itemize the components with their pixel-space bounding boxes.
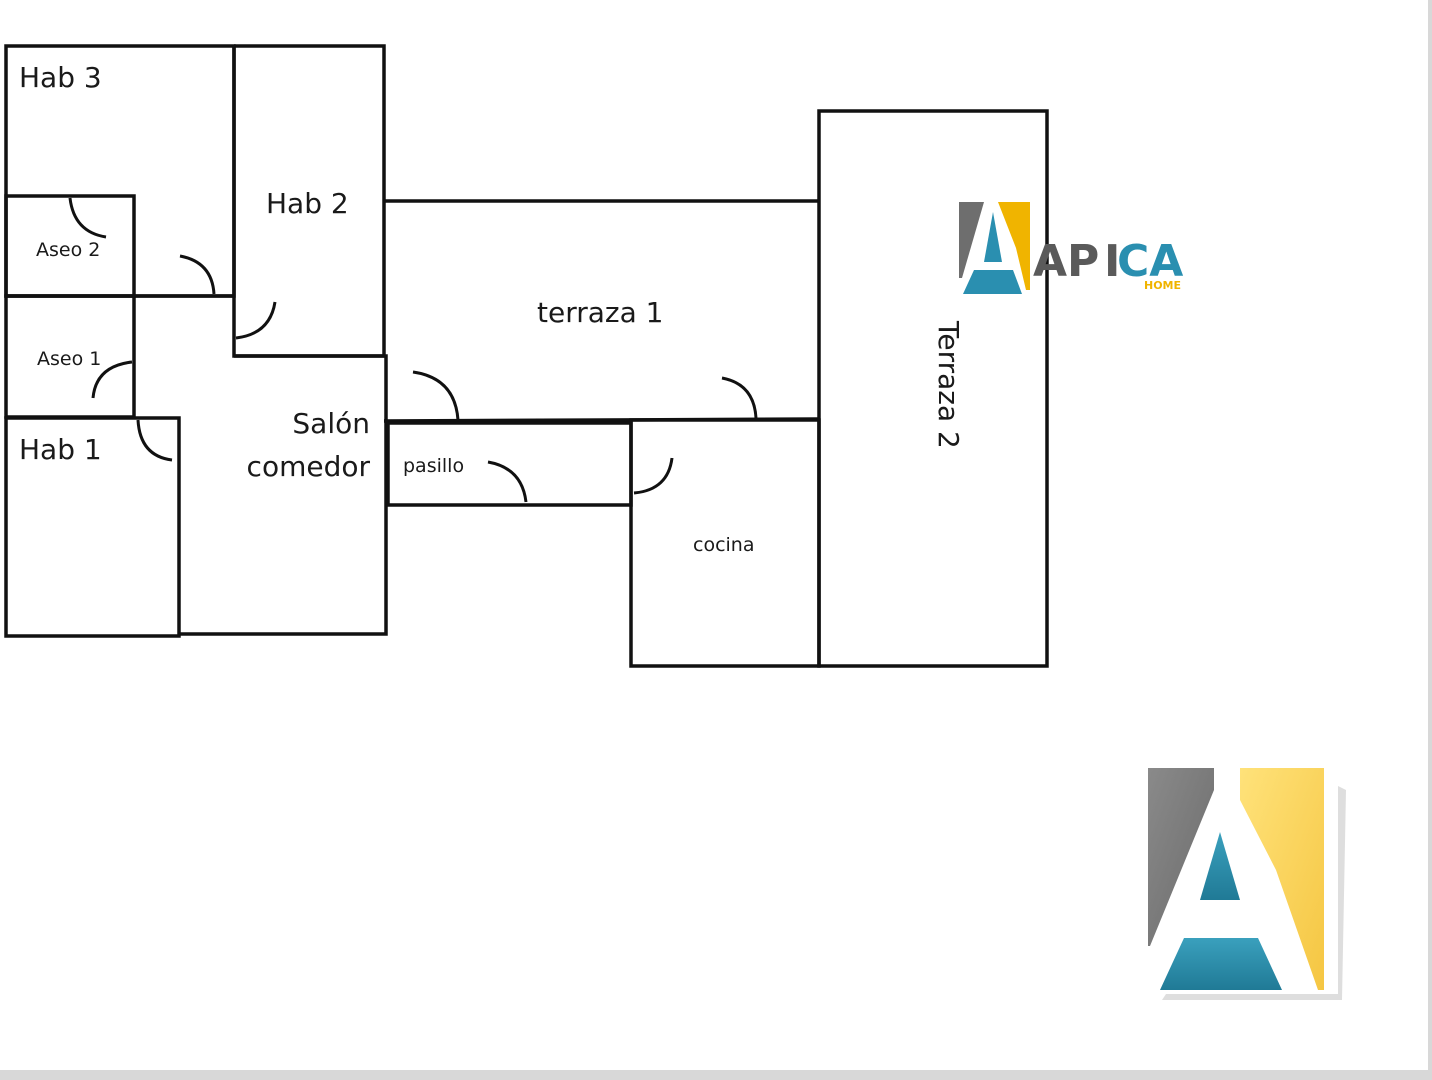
room-labels: Hab 3 Hab 2 Aseo 2 Aseo 1 Hab 1 Salón co… bbox=[19, 61, 965, 556]
label-aseo1: Aseo 1 bbox=[37, 348, 101, 370]
label-terraza2: Terraza 2 bbox=[932, 320, 965, 449]
apica-wordmark-ca: CA bbox=[1117, 236, 1183, 287]
door-pasillo bbox=[487, 460, 528, 503]
doors bbox=[68, 197, 758, 503]
walls bbox=[4, 44, 1049, 668]
door-terraza1-right bbox=[721, 376, 758, 419]
apica-home-logo: AP I CA HOME bbox=[959, 202, 1183, 294]
apica-emblem-large bbox=[1148, 768, 1346, 1000]
salon-walls bbox=[179, 354, 388, 636]
door-aseo1 bbox=[91, 360, 133, 399]
door-aseo2 bbox=[68, 197, 107, 239]
room-hab1-walls bbox=[4, 416, 181, 638]
label-salon-line2: comedor bbox=[247, 450, 371, 483]
door-hab2 bbox=[235, 301, 277, 340]
label-terraza1: terraza 1 bbox=[537, 296, 663, 329]
label-cocina: cocina bbox=[693, 534, 754, 556]
page-right-edge bbox=[1428, 0, 1432, 1080]
label-hab2: Hab 2 bbox=[266, 187, 349, 220]
label-hab3: Hab 3 bbox=[19, 61, 102, 94]
label-hab1: Hab 1 bbox=[19, 433, 102, 466]
label-aseo2: Aseo 2 bbox=[36, 239, 100, 261]
door-terraza1-left bbox=[412, 370, 460, 421]
door-cocina bbox=[633, 457, 674, 495]
apica-logo-mark bbox=[959, 202, 1030, 294]
door-hab1 bbox=[136, 419, 173, 462]
room-terraza2-walls bbox=[817, 109, 1049, 668]
door-hab3 bbox=[179, 254, 216, 295]
apica-wordmark-ap: AP bbox=[1033, 236, 1099, 287]
label-pasillo: pasillo bbox=[403, 455, 464, 477]
apica-wordmark-i: I bbox=[1104, 236, 1120, 287]
apica-tagline: HOME bbox=[1144, 279, 1181, 292]
page-bottom-edge bbox=[0, 1070, 1432, 1080]
label-salon-line1: Salón bbox=[292, 407, 370, 440]
